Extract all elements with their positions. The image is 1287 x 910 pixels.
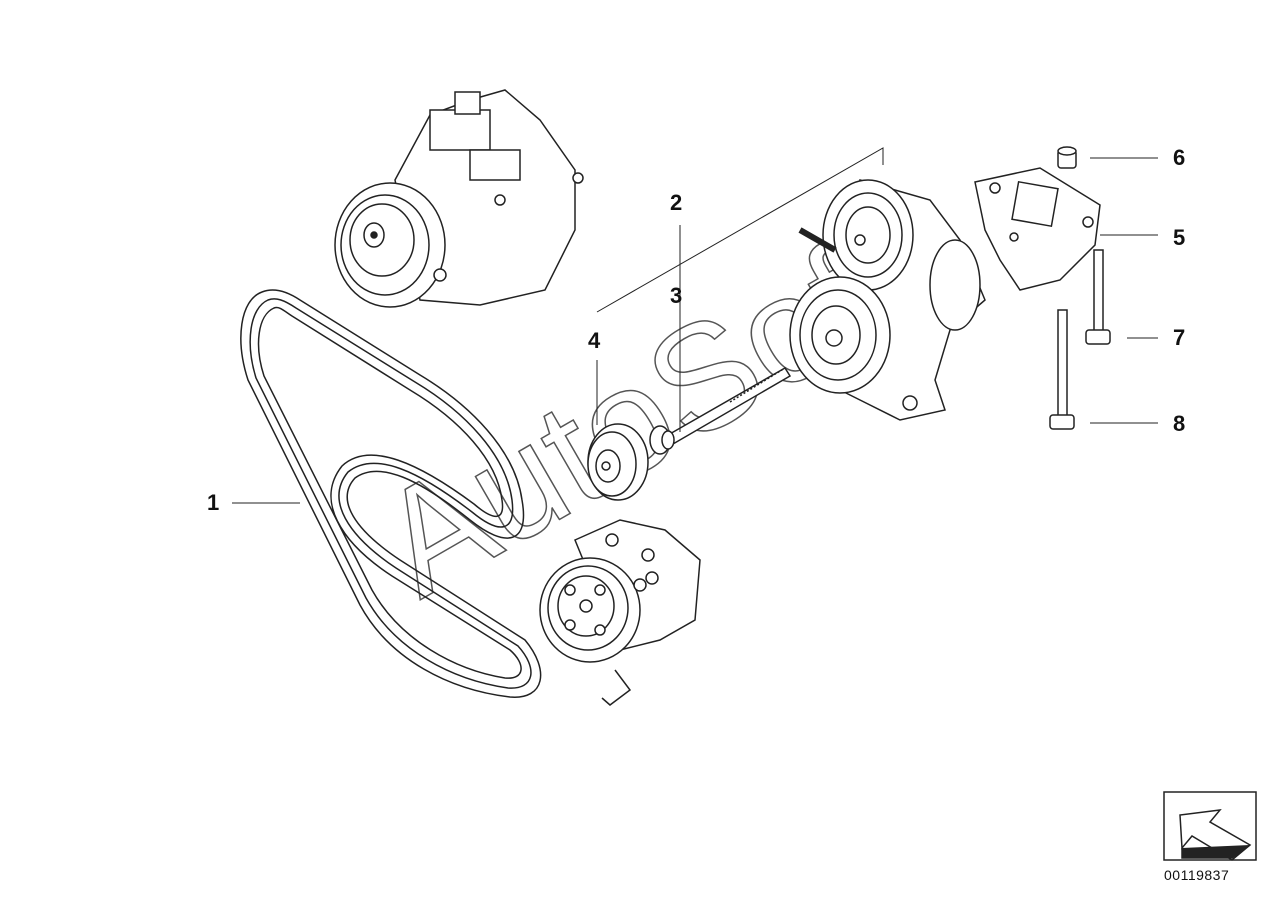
callout-3[interactable]: 3 <box>670 283 683 308</box>
part-number: 00119837 <box>1164 867 1230 883</box>
leader-lines <box>232 147 1158 504</box>
ac-compressor <box>334 89 584 308</box>
callout-4[interactable]: 4 <box>588 328 601 353</box>
callout-2[interactable]: 2 <box>670 190 683 215</box>
back-arrow-icon[interactable] <box>1163 791 1257 861</box>
tensioner-bracket <box>974 167 1101 291</box>
sleeve <box>1057 146 1077 169</box>
power-steering-pump <box>539 519 701 706</box>
callout-8[interactable]: 8 <box>1173 411 1186 436</box>
drive-belt <box>240 289 542 698</box>
hex-bolt-short <box>1085 249 1111 345</box>
pulley-bolt <box>661 366 792 450</box>
callout-1[interactable]: 1 <box>207 490 220 515</box>
leader-group-bracket <box>596 147 884 313</box>
callout-7[interactable]: 7 <box>1173 325 1186 350</box>
hex-bolt-long <box>1049 309 1075 430</box>
belt-tensioner <box>789 179 986 421</box>
callout-5[interactable]: 5 <box>1173 225 1186 250</box>
callout-6[interactable]: 6 <box>1173 145 1186 170</box>
